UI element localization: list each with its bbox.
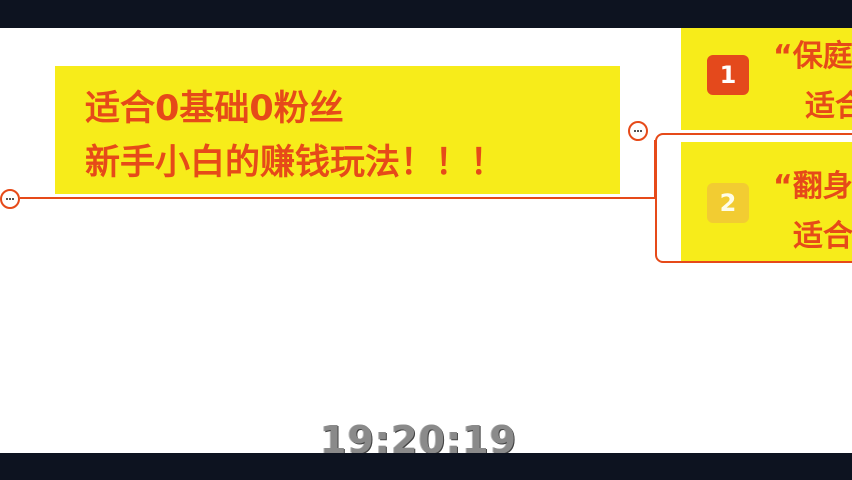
child-node-2-text: “翻身 适合 — [773, 162, 852, 262]
collapse-toggle-root[interactable] — [0, 189, 20, 209]
top-letterbox-bar — [0, 0, 852, 28]
bottom-letterbox-bar — [0, 453, 852, 480]
mindmap-child-node-2[interactable]: 2 “翻身 适合 — [681, 142, 852, 262]
collapse-toggle-children[interactable] — [628, 121, 648, 141]
number-badge-1: 1 — [707, 55, 749, 95]
root-node-title-line2: 新手小白的赚钱玩法！！！ — [85, 143, 506, 183]
child-node-1-line1: “保庭 — [773, 39, 852, 74]
number-badge-2: 2 — [707, 183, 749, 223]
child-node-2-line1: “翻身 — [773, 169, 852, 204]
child-node-2-line2: 适合 — [793, 219, 852, 254]
child-node-1-line2: 适合 — [805, 89, 852, 124]
child-node-1-text: “保庭 适合 — [773, 32, 852, 130]
root-node-title-line1: 适合0基础0粉丝 — [85, 89, 344, 129]
selected-node-frame — [655, 133, 852, 263]
mindmap-child-node-1[interactable]: 1 “保庭 适合 — [681, 28, 852, 130]
mindmap-root-node[interactable]: 适合0基础0粉丝 新手小白的赚钱玩法！！！ — [55, 66, 620, 194]
